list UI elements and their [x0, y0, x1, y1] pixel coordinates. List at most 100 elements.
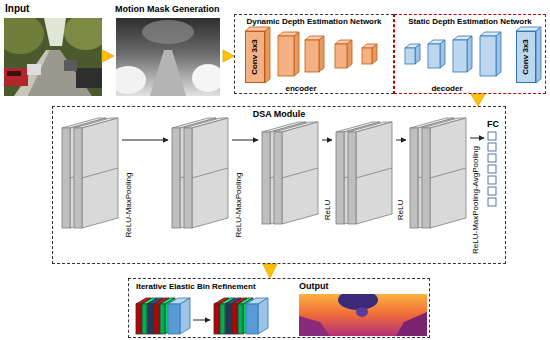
flow-arrow: [102, 50, 114, 62]
dsa-block: [356, 168, 392, 178]
depth-map: [299, 316, 330, 336]
node-title: Input: [5, 3, 29, 15]
network-box: Static Depth Estimation NetworkConv 3x3 d…: [394, 14, 546, 94]
encoder-block: [294, 32, 299, 76]
node-heading: Output: [299, 281, 329, 291]
node-title: Iterative Elastic Bin Refinement: [136, 282, 256, 291]
dsa-block: [62, 128, 70, 228]
layer-label: ReLU-MaxPooling: [234, 173, 243, 238]
dsa-block: [356, 122, 392, 224]
dsa-block: [184, 128, 192, 228]
bin-stack: [232, 304, 237, 334]
fc-unit: [488, 154, 496, 162]
decoder-block: [480, 36, 496, 76]
dsa-block: [192, 168, 228, 178]
street-photo: [4, 18, 102, 96]
dsa-block: [82, 118, 118, 228]
fc-unit: [488, 132, 496, 140]
node-title: Dynamic Depth Estimation Network: [246, 17, 381, 26]
node-title: DSA Module: [253, 109, 306, 119]
decoder-block: [440, 40, 445, 68]
encoder-block: [335, 44, 347, 68]
dsa-block: [74, 128, 82, 228]
node-title: Conv 3x3: [521, 39, 530, 75]
encoder-block: [372, 44, 377, 64]
fc-unit: [488, 165, 496, 173]
stage-label: encoder: [285, 84, 316, 93]
encoder-block: [278, 36, 294, 76]
flow-arrow: [232, 140, 258, 141]
flow-arrow: [396, 140, 406, 141]
dsa-block: [262, 132, 270, 224]
street-photo: [7, 71, 21, 76]
image-panel: Input: [4, 2, 102, 96]
node-title: Conv 3x3: [250, 39, 259, 75]
bin-stack: [180, 298, 190, 334]
dsa-block: [282, 168, 318, 178]
bin-stack: [220, 304, 225, 334]
layer-label: ReLU: [396, 200, 405, 220]
stage-label: decoder: [431, 84, 462, 93]
decoder-block: [453, 40, 467, 72]
mask-image: [142, 20, 194, 44]
bin-stack: [238, 304, 243, 334]
street-photo: [27, 64, 41, 75]
bin-stack: [160, 304, 165, 334]
encoder-block: [319, 36, 324, 72]
street-photo: [64, 18, 102, 50]
dsa-block: [282, 122, 318, 224]
bin-stack: [258, 298, 268, 334]
dsa-block: [336, 132, 344, 224]
conv-face: [536, 27, 541, 83]
street-photo: [64, 60, 77, 71]
fc-unit: [488, 176, 496, 184]
flow-arrow: [263, 264, 277, 278]
dsa-block: [192, 118, 228, 228]
module-box: DSA ModuleReLU-MaxPooling ReLU-MaxPooling…: [52, 106, 506, 264]
conv-face: [265, 27, 270, 83]
flow-arrow: [193, 320, 210, 321]
fc-unit: [488, 143, 496, 151]
bin-stack: [226, 304, 231, 334]
dsa-block: [348, 132, 356, 224]
decoder-block: [496, 32, 501, 76]
conv-block: Conv 3x3: [516, 31, 536, 83]
decoder-block: [467, 36, 472, 72]
street-photo: [44, 18, 66, 46]
flow-arrow: [471, 94, 485, 106]
node-title: Static Depth Estimation Network: [408, 17, 532, 26]
layer-label: ReLU-MaxPooling: [124, 173, 133, 238]
flow-arrow: [322, 140, 332, 141]
conv-block: Conv 3x3: [245, 31, 265, 83]
decoder-block: [405, 48, 415, 64]
street-photo: [4, 68, 28, 86]
mask-image: [150, 50, 186, 96]
encoder-block: [347, 40, 352, 68]
dsa-block: [82, 168, 118, 178]
mask-image: [192, 64, 220, 92]
dsa-block: [430, 168, 466, 178]
decoder-block: [428, 44, 440, 68]
depth-map: [396, 312, 427, 336]
bin-stack: [136, 304, 141, 334]
image-panel: Motion Mask Generation: [114, 2, 223, 96]
dsa-block: [430, 118, 466, 228]
encoder-block: [362, 48, 372, 64]
refinement-box: Iterative Elastic Bin Refinement Output: [128, 278, 430, 338]
node-title: Motion Mask Generation: [115, 4, 220, 14]
fc-unit: [488, 198, 496, 206]
layer-label: ReLU: [323, 200, 332, 220]
flow-arrow: [470, 138, 484, 139]
mask-image: [116, 18, 220, 96]
depth-map: [338, 294, 378, 310]
layer-label: ReLU-MaxPooling-AvgPooling: [471, 146, 480, 254]
street-photo: [76, 68, 102, 88]
flow-arrow: [122, 140, 168, 141]
encoder-block: [305, 40, 319, 72]
fc-unit: [488, 187, 496, 195]
mask-image: [116, 66, 146, 94]
dsa-block: [172, 128, 180, 228]
dsa-block: [410, 128, 418, 228]
